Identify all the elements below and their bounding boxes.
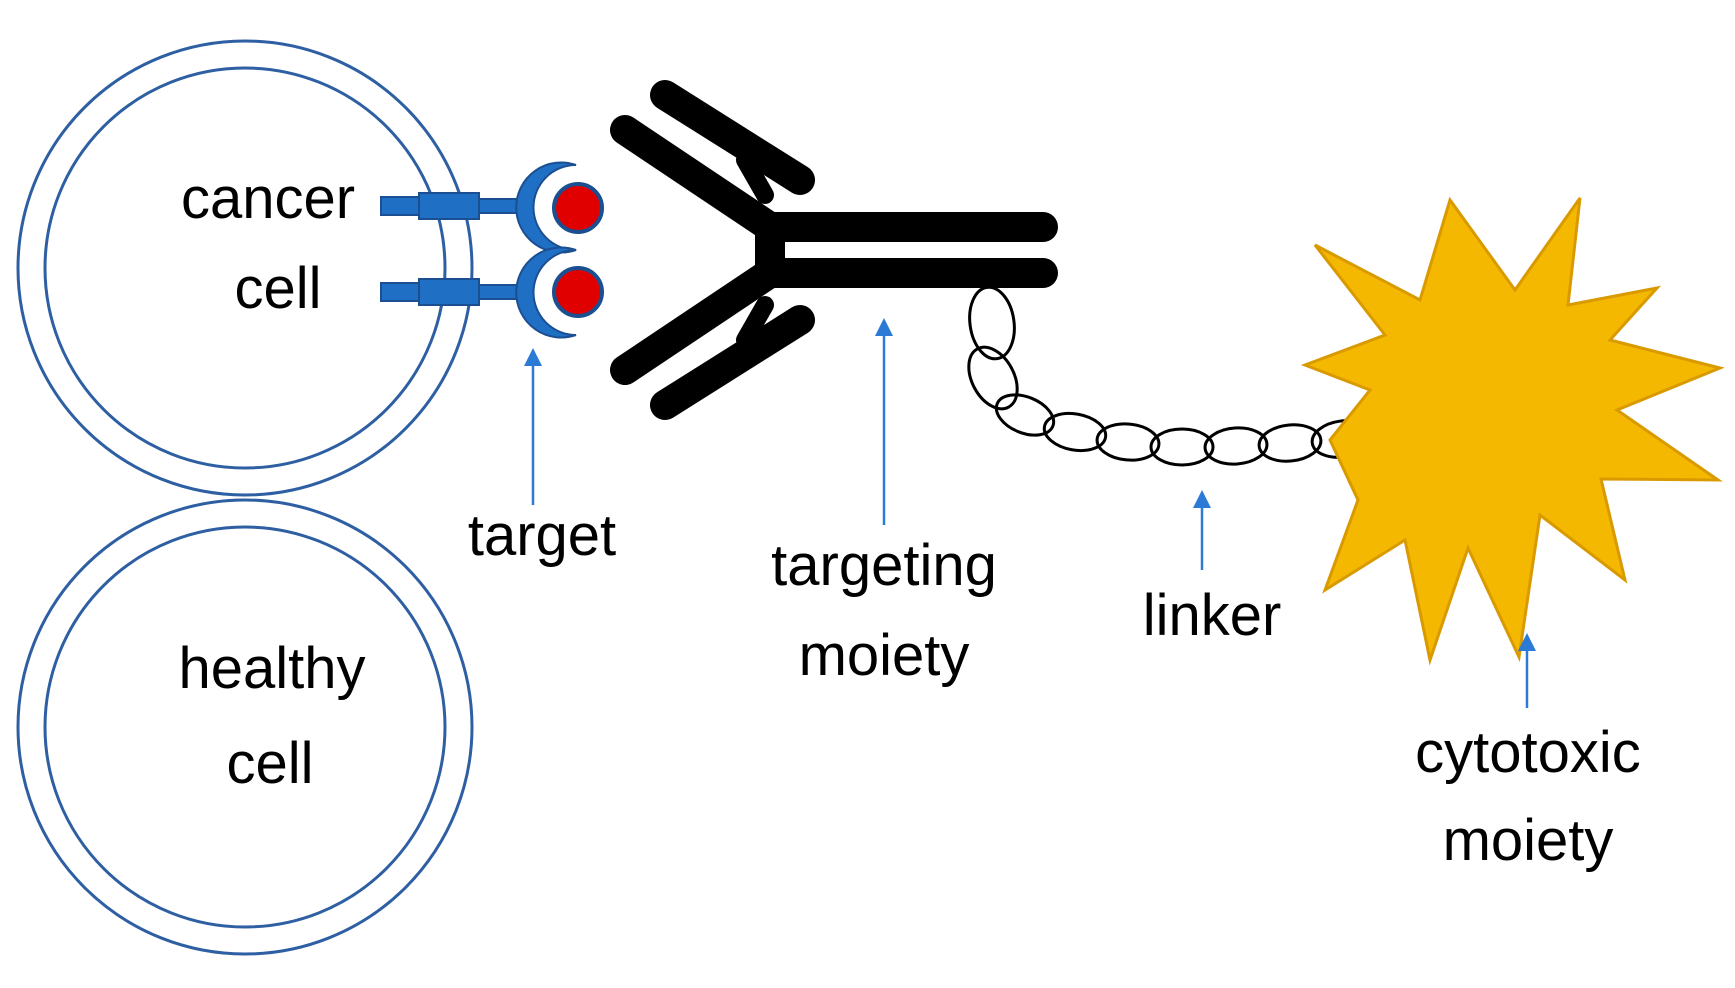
healthy-cell-icon (16, 498, 474, 956)
targeting-moiety-arrow-icon (875, 318, 893, 525)
linker-chain-icon (967, 285, 1374, 467)
receptor-bottom-icon (380, 246, 604, 339)
antibody-icon (610, 80, 1058, 420)
targeting-moiety-label-line2: moiety (799, 623, 970, 688)
target-label: target (468, 503, 616, 568)
cytotoxic-moiety-label-line2: moiety (1443, 808, 1614, 873)
cytotoxic-moiety-label-line1: cytotoxic (1415, 720, 1641, 785)
receptor-top-icon (380, 161, 604, 254)
healthy-cell-label-line2: cell (226, 731, 313, 796)
pointer-arrows (524, 318, 1536, 708)
target-arrow-icon (524, 348, 542, 505)
cytotoxic-moiety-arrow-icon (1518, 633, 1536, 708)
cancer-cell-label-line2: cell (234, 256, 321, 321)
cancer-cell-icon (16, 39, 474, 497)
cancer-cell-label-line1: cancer (181, 166, 355, 231)
healthy-cell-label-line1: healthy (178, 636, 365, 701)
linker-label: linker (1143, 583, 1282, 648)
targeting-moiety-label-line1: targeting (771, 533, 997, 598)
linker-arrow-icon (1193, 490, 1211, 570)
payload-starburst-icon (1300, 196, 1725, 666)
